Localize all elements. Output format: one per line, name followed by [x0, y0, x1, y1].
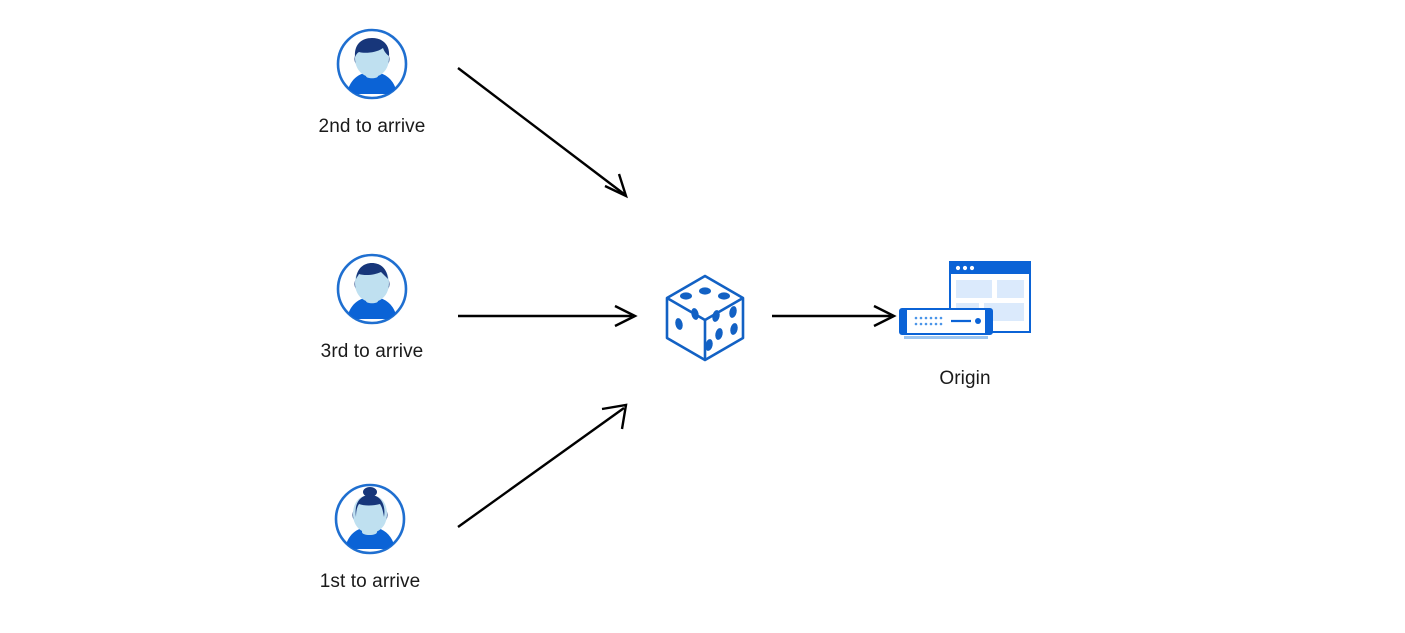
client-node-1st[interactable]: 1st to arrive [290, 481, 450, 594]
origin-label: Origin [939, 368, 991, 389]
client-label-3rd: 3rd to arrive [320, 341, 424, 362]
user-avatar-icon [334, 483, 406, 555]
randomizer-node[interactable] [655, 266, 755, 366]
server-device-icon [899, 308, 993, 339]
arrow-1st-to-dice-head [601, 403, 628, 430]
arrow-2nd-to-dice-line [457, 67, 625, 195]
user-avatar-icon [336, 28, 408, 100]
client-label-2nd: 2nd to arrive [318, 116, 426, 137]
origin-node[interactable]: Origin [875, 258, 1055, 391]
client-node-3rd[interactable]: 3rd to arrive [292, 251, 452, 364]
origin-server-icon [899, 261, 1031, 339]
client-node-2nd[interactable]: 2nd to arrive [292, 26, 452, 139]
client-label-1st: 1st to arrive [319, 571, 421, 592]
arrow-1st-to-dice-line [457, 407, 625, 528]
user-avatar-icon [336, 253, 408, 325]
arrow-2nd-to-dice-head [604, 173, 628, 199]
dice-icon [665, 274, 745, 362]
arrow-3rd-to-dice-head [614, 304, 638, 328]
